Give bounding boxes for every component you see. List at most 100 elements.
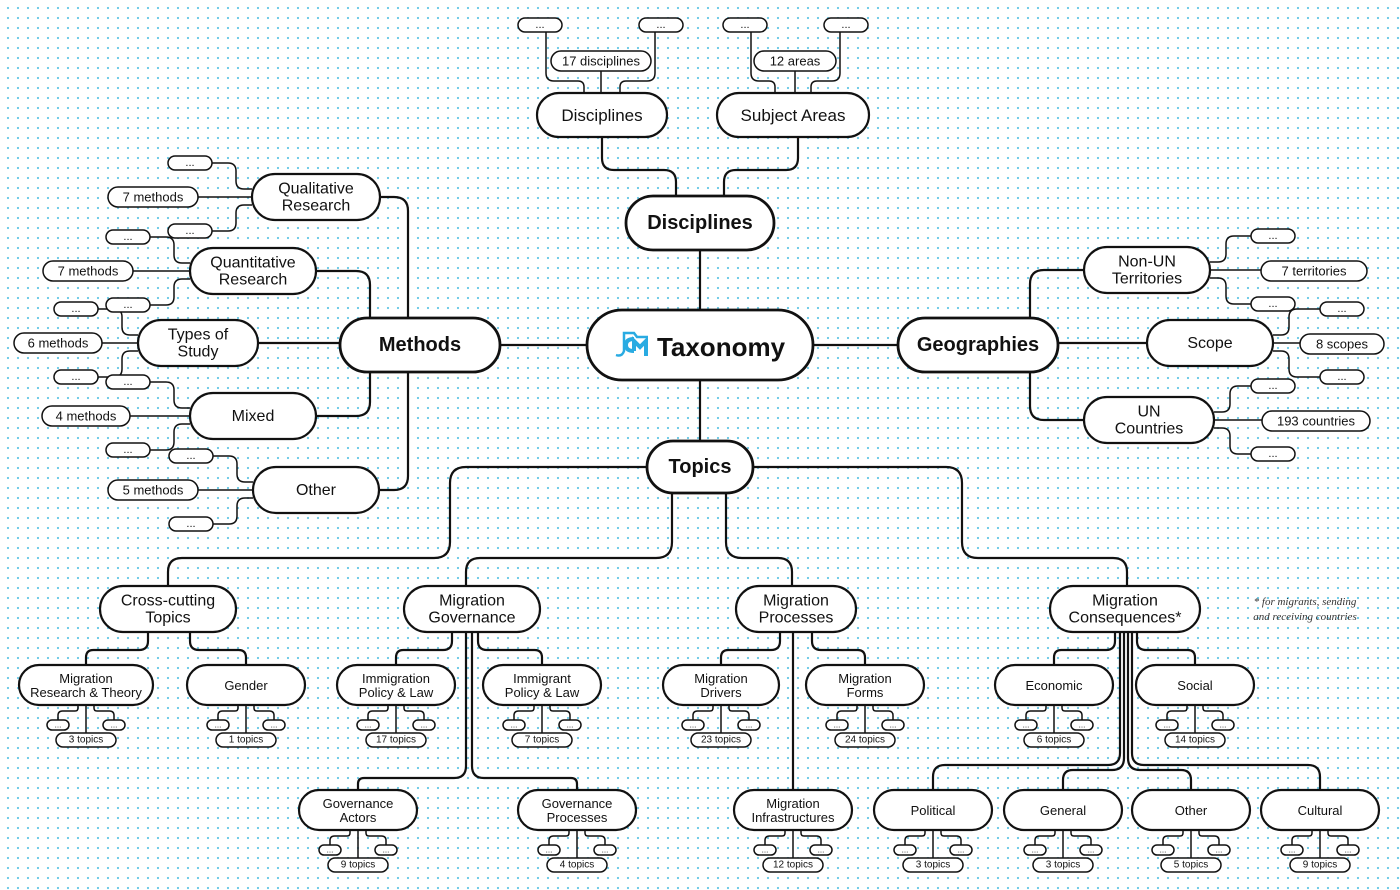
more-pill[interactable]: ... [206, 719, 230, 731]
more-pill[interactable]: ... [105, 374, 151, 390]
more-pill[interactable]: ... [809, 844, 833, 856]
count-badge[interactable]: 7 territories [1260, 260, 1368, 282]
method-node[interactable]: Other [251, 465, 381, 515]
count-badge[interactable]: 9 topics [1289, 857, 1351, 873]
more-pill[interactable]: ... [168, 516, 214, 532]
count-badge[interactable]: 6 topics [1023, 732, 1085, 748]
more-pill[interactable]: ... [167, 223, 213, 239]
more-pill[interactable]: ... [1023, 844, 1047, 856]
count-badge[interactable]: 5 methods [107, 479, 199, 501]
more-pill[interactable]: ... [1207, 844, 1231, 856]
more-pill[interactable]: ... [753, 844, 777, 856]
more-pill[interactable]: ... [1211, 719, 1235, 731]
more-pill[interactable]: ... [949, 844, 973, 856]
more-pill[interactable]: ... [46, 719, 70, 731]
more-pill[interactable]: ... [374, 844, 398, 856]
count-badge[interactable]: 7 topics [511, 732, 573, 748]
more-pill[interactable]: ... [1280, 844, 1304, 856]
more-pill[interactable]: ... [823, 17, 869, 33]
geographies-main-node[interactable]: Geographies [896, 316, 1060, 374]
count-badge[interactable]: 9 topics [327, 857, 389, 873]
topic-node[interactable]: Political [872, 788, 994, 832]
count-badge[interactable]: 3 topics [902, 857, 964, 873]
methods-main-node[interactable]: Methods [338, 316, 502, 374]
count-badge[interactable]: 6 methods [13, 332, 103, 354]
more-pill[interactable]: ... [1319, 369, 1365, 385]
count-badge[interactable]: 5 topics [1160, 857, 1222, 873]
more-pill[interactable]: ... [517, 17, 563, 33]
more-pill[interactable]: ... [825, 719, 849, 731]
more-pill[interactable]: ... [1070, 719, 1094, 731]
more-pill[interactable]: ... [502, 719, 526, 731]
topic-node[interactable]: Other [1130, 788, 1252, 832]
more-pill[interactable]: ... [1250, 378, 1296, 394]
more-pill[interactable]: ... [356, 719, 380, 731]
more-pill[interactable]: ... [722, 17, 768, 33]
topic-node[interactable]: Economic [993, 663, 1115, 707]
more-pill[interactable]: ... [167, 155, 213, 171]
more-pill[interactable]: ... [1336, 844, 1360, 856]
count-badge[interactable]: 3 topics [1032, 857, 1094, 873]
count-badge[interactable]: 17 topics [365, 732, 427, 748]
more-pill[interactable]: ... [1155, 719, 1179, 731]
disciplines-main-node[interactable]: Disciplines [624, 194, 776, 252]
topic-node[interactable]: Cultural [1259, 788, 1381, 832]
more-pill[interactable]: ... [1250, 228, 1296, 244]
count-badge[interactable]: 7 methods [107, 186, 199, 208]
topic-node[interactable]: Gender [185, 663, 307, 707]
more-pill[interactable]: ... [105, 297, 151, 313]
more-pill[interactable]: ... [102, 719, 126, 731]
more-pill[interactable]: ... [893, 844, 917, 856]
count-badge[interactable]: 24 topics [834, 732, 896, 748]
count-badge[interactable]: 193 countries [1261, 410, 1371, 432]
more-pill[interactable]: ... [53, 301, 99, 317]
topic-node[interactable]: Social [1134, 663, 1256, 707]
count-badge[interactable]: 7 methods [42, 260, 134, 282]
more-pill[interactable]: ... [412, 719, 436, 731]
topics-main-node[interactable]: Topics [645, 439, 755, 495]
count-badge[interactable]: 14 topics [1164, 732, 1226, 748]
count-badge[interactable]: 8 scopes [1299, 333, 1385, 355]
disciplines-child-node[interactable]: Subject Areas [715, 91, 871, 139]
more-pill[interactable]: ... [737, 719, 761, 731]
count-badge[interactable]: 23 topics [690, 732, 752, 748]
count-badge[interactable]: 12 areas [753, 50, 837, 72]
count-badge[interactable]: 12 topics [762, 857, 824, 873]
count-badge[interactable]: 3 topics [55, 732, 117, 748]
more-pill[interactable]: ... [105, 229, 151, 245]
count-badge[interactable]: 4 topics [546, 857, 608, 873]
more-pill[interactable]: ... [318, 844, 342, 856]
more-pill[interactable]: ... [1319, 301, 1365, 317]
more-pill[interactable]: ... [1151, 844, 1175, 856]
taxonomy-center-node[interactable]: Taxonomy [585, 308, 815, 382]
more-pill[interactable]: ... [537, 844, 561, 856]
more-pill[interactable]: ... [168, 448, 214, 464]
more-pill[interactable]: ... [1079, 844, 1103, 856]
more-pill[interactable]: ... [558, 719, 582, 731]
count-badge[interactable]: 4 methods [41, 405, 131, 427]
more-pill[interactable]: ... [593, 844, 617, 856]
geography-node[interactable]: Scope [1145, 318, 1275, 368]
more-pill[interactable]: ... [105, 442, 151, 458]
more-pill[interactable]: ... [1250, 446, 1296, 462]
topic-node[interactable]: General [1002, 788, 1124, 832]
count-badge[interactable]: 1 topics [215, 732, 277, 748]
method-node[interactable]: Mixed [188, 391, 318, 441]
more-pill[interactable]: ... [1250, 296, 1296, 312]
more-pill[interactable]: ... [638, 17, 684, 33]
